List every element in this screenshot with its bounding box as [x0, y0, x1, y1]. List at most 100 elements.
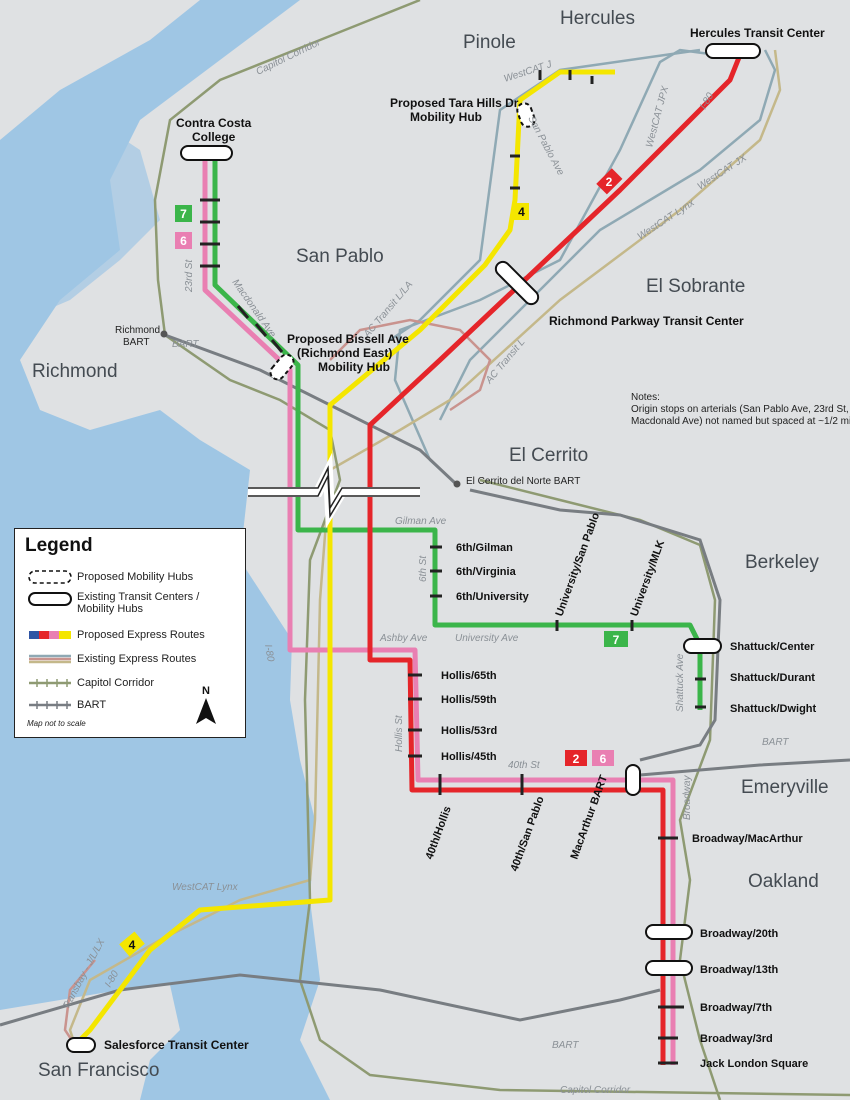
- route-badges: 7 6 2 4 7 2 6 4: [119, 168, 628, 957]
- label-bart-sf: BART: [552, 1040, 579, 1051]
- macarthur-marker: [625, 764, 641, 796]
- label-broadway-13th: Broadway/13th: [700, 964, 779, 976]
- label-6th-virginia: 6th/Virginia: [456, 566, 517, 578]
- route-badge-2-oakland: 2: [573, 752, 580, 766]
- richmond-parkway-marker: [494, 260, 540, 306]
- label-broadway-20th: Broadway/20th: [700, 928, 779, 940]
- notes-line-2: Macdonald Ave) not named but spaced at ~…: [631, 416, 850, 427]
- contra-costa-marker: [180, 145, 233, 161]
- map-notes: Notes: Origin stops on arterials (San Pa…: [631, 392, 850, 427]
- bart-lines: [0, 333, 850, 1027]
- city-emeryville: Emeryville: [741, 777, 829, 798]
- label-bart-richmond: BART: [172, 339, 199, 350]
- route-badge-2-north: 2: [606, 175, 613, 189]
- existing-routes-symbol-icon: [29, 654, 71, 664]
- label-tara-hills-1: Proposed Tara Hills Dr: [390, 96, 519, 110]
- label-gilman-ave: Gilman Ave: [395, 516, 447, 527]
- label-hollis-53rd: Hollis/53rd: [441, 725, 497, 737]
- proposed-routes-symbol-icon: [29, 631, 71, 639]
- label-hollis-65th: Hollis/65th: [441, 670, 497, 682]
- svg-text:N: N: [202, 685, 210, 697]
- notes-line-1: Origin stops on arterials (San Pablo Ave…: [631, 404, 849, 415]
- label-broadway-macarthur: Broadway/MacArthur: [692, 833, 803, 845]
- tara-hills-proposed-marker: [516, 102, 536, 128]
- land-marin: [0, 0, 200, 140]
- label-hollis-59th: Hollis/59th: [441, 694, 497, 706]
- label-shattuck-center: Shattuck/Center: [730, 641, 815, 653]
- label-richmond-parkway: Richmond Parkway Transit Center: [549, 314, 744, 328]
- route-4-yellow: [73, 69, 615, 1047]
- label-i80-mid: I-80: [262, 644, 276, 663]
- label-bart-east: BART: [762, 737, 789, 748]
- legend-label: Capitol Corridor: [77, 677, 155, 689]
- transit-center-symbol-icon: [28, 592, 72, 606]
- label-capitol-corridor-bottom: Capitol Corridor: [560, 1085, 631, 1096]
- city-san-pablo: San Pablo: [296, 246, 384, 267]
- legend-row-capitol-corridor: Capitol Corridor: [25, 673, 225, 693]
- westcat-j-route: [389, 48, 701, 342]
- city-el-sobrante: El Sobrante: [646, 276, 745, 297]
- route-badge-4-sf: 4: [129, 938, 136, 952]
- route-badge-7-berkeley: 7: [613, 633, 620, 647]
- bissell-proposed-marker: [269, 353, 295, 381]
- label-salesforce: Salesforce Transit Center: [104, 1038, 249, 1052]
- label-shattuck-dwight: Shattuck/Dwight: [730, 703, 817, 715]
- water-inlet: [0, 110, 160, 330]
- richmond-bart-dot: [160, 330, 168, 338]
- transbay-route: [63, 959, 96, 1046]
- label-hercules-tc: Hercules Transit Center: [690, 26, 825, 40]
- shattuck-center-marker: [683, 638, 722, 654]
- legend-label: BART: [77, 699, 107, 711]
- rail-symbol-icon: [29, 679, 71, 687]
- legend-row-existing-routes: Existing Express Routes: [25, 649, 225, 669]
- notes-title: Notes:: [631, 392, 660, 403]
- bart-oakland-line: [639, 758, 850, 777]
- legend-label: Proposed Mobility Hubs: [77, 571, 194, 583]
- route-6-pink: [202, 160, 676, 1065]
- hercules-tc-marker: [705, 43, 761, 59]
- label-6th-st: 6th St: [418, 555, 429, 582]
- westcat-lynx-route: [68, 49, 782, 1046]
- north-arrow-icon: N: [196, 685, 216, 724]
- el-cerrito-bart-dot: [453, 480, 461, 488]
- label-university-ave: University Ave: [455, 633, 519, 644]
- legend-row-proposed-hubs: Proposed Mobility Hubs: [25, 567, 225, 587]
- legend-note: Map not to scale: [27, 719, 86, 728]
- label-westcat-lynx-sf: WestCAT Lynx: [172, 882, 239, 893]
- legend-row-proposed-routes: Proposed Express Routes: [25, 625, 225, 645]
- proposed-hub-symbol-icon: [28, 570, 72, 584]
- legend-label: Existing Express Routes: [77, 653, 197, 665]
- city-labels: Hercules Pinole San Pablo El Sobrante Ri…: [32, 8, 829, 1081]
- route-badge-6-oakland: 6: [600, 752, 607, 766]
- route-badge-4-north: 4: [518, 205, 525, 219]
- route-2-red: [367, 54, 743, 1065]
- label-contra-costa-1: Contra Costa: [176, 116, 252, 130]
- label-broadway-3rd: Broadway/3rd: [700, 1033, 773, 1045]
- stop-ticks: [200, 70, 706, 1065]
- bart-east-line: [469, 488, 722, 762]
- bart-richmond-line: [164, 333, 457, 485]
- label-6th-gilman: 6th/Gilman: [456, 542, 513, 554]
- label-contra-costa-2: College: [192, 130, 236, 144]
- city-berkeley: Berkeley: [745, 552, 819, 573]
- map-break-marker: [248, 452, 420, 529]
- label-23rd-st: 23rd St: [184, 259, 195, 293]
- label-jack-london: Jack London Square: [700, 1058, 808, 1070]
- label-broadway: Broadway: [682, 775, 693, 820]
- label-40th-st: 40th St: [508, 760, 541, 771]
- broadway-20th-marker: [645, 924, 693, 940]
- legend-title: Legend: [25, 535, 93, 556]
- route-badge-6-north: 6: [180, 234, 187, 248]
- city-pinole: Pinole: [463, 32, 516, 53]
- label-bissell-1: Proposed Bissell Ave: [287, 332, 409, 346]
- label-hollis-st: Hollis St: [394, 714, 405, 752]
- label-ashby-ave: Ashby Ave: [379, 633, 428, 644]
- label-richmond-bart-1: Richmond: [115, 325, 160, 336]
- label-broadway-7th: Broadway/7th: [700, 1002, 772, 1014]
- route-badge-7-north: 7: [180, 207, 187, 221]
- bart-symbol-icon: [29, 701, 71, 709]
- city-san-francisco: San Francisco: [38, 1060, 159, 1081]
- label-bissell-3: Mobility Hub: [318, 360, 390, 374]
- label-richmond-bart-2: BART: [123, 337, 150, 348]
